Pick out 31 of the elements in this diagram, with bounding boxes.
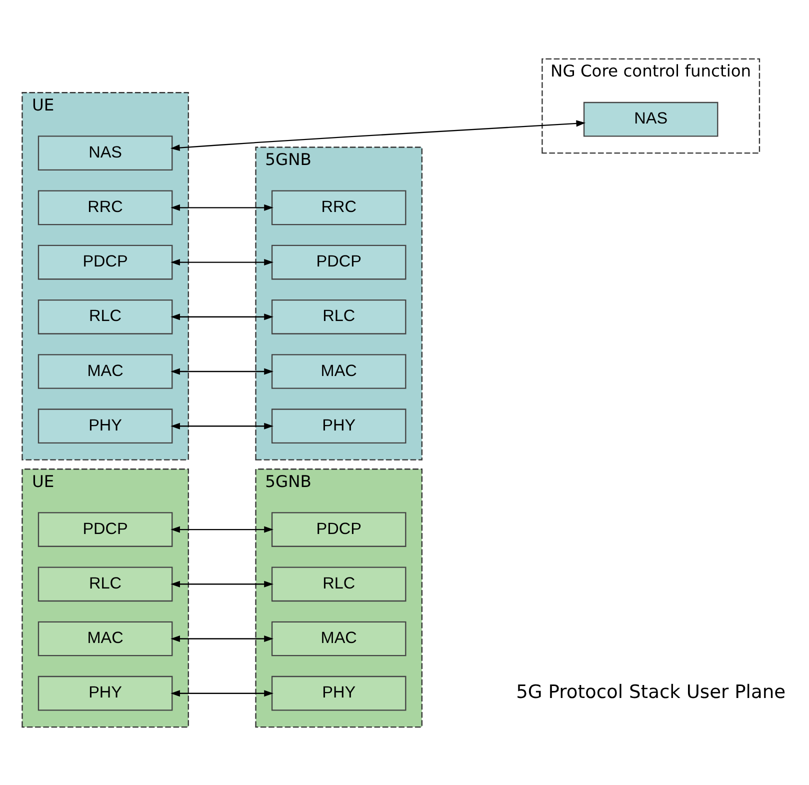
arrow bbox=[170, 526, 274, 532]
node-box: PHY bbox=[271, 675, 406, 710]
arrow bbox=[170, 422, 274, 429]
node-box: PHY bbox=[38, 408, 173, 444]
arrow bbox=[170, 313, 274, 320]
arrow bbox=[170, 368, 274, 374]
node-box: RRC bbox=[38, 190, 173, 225]
node-box: MAC bbox=[38, 354, 173, 388]
arrow bbox=[170, 120, 586, 150]
arrow bbox=[170, 690, 274, 696]
node-box: PHY bbox=[38, 675, 173, 710]
node-box: PHY bbox=[271, 408, 406, 444]
node-box: PDCP bbox=[271, 244, 406, 280]
node-box: RRC bbox=[271, 190, 406, 225]
arrow bbox=[170, 635, 274, 642]
node-box: MAC bbox=[38, 620, 173, 656]
node-box: PDCP bbox=[38, 244, 173, 280]
arrow bbox=[170, 258, 274, 266]
node-box: RLC bbox=[271, 298, 406, 334]
node-box: RLC bbox=[38, 298, 173, 334]
arrow bbox=[170, 580, 274, 587]
node-box: NAS bbox=[583, 101, 718, 136]
label: 5G Protocol Stack User Plane bbox=[516, 681, 786, 702]
node-box: PDCP bbox=[38, 512, 173, 546]
arrow bbox=[170, 204, 274, 210]
node-box: MAC bbox=[271, 620, 406, 656]
node-box: RLC bbox=[271, 566, 406, 602]
node-box: NAS bbox=[38, 135, 173, 170]
node-box: PDCP bbox=[271, 512, 406, 546]
node-box: RLC bbox=[38, 566, 173, 602]
node-box: MAC bbox=[271, 354, 406, 388]
